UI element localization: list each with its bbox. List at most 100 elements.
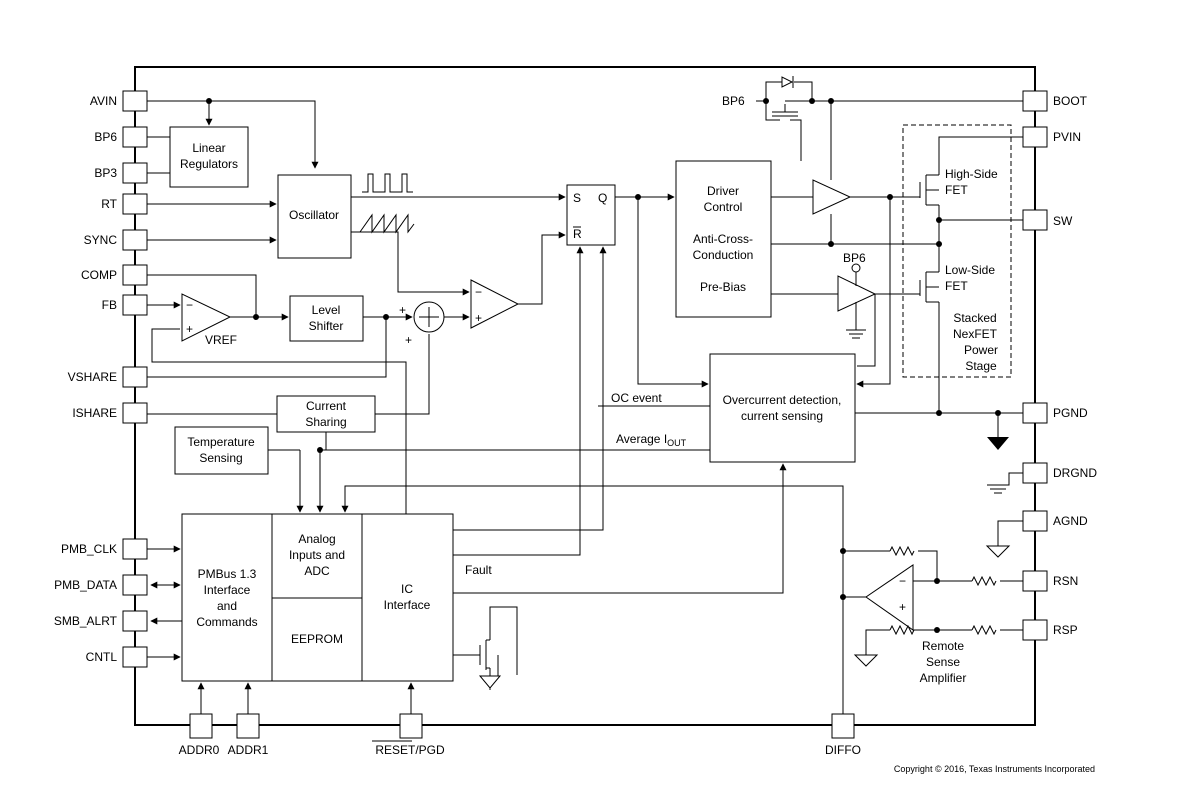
left-pins bbox=[122, 90, 148, 668]
pin-rsp: RSP bbox=[1053, 623, 1078, 637]
fault-pulldown-fet bbox=[479, 639, 490, 670]
svg-text:current sensing: current sensing bbox=[741, 409, 823, 423]
svg-text:Sharing: Sharing bbox=[305, 415, 346, 429]
driver-block: Driver Control Anti-Cross- Conduction Pr… bbox=[675, 160, 772, 318]
pin-addr0: ADDR0 bbox=[179, 743, 220, 757]
pin-comp: COMP bbox=[81, 268, 117, 282]
svg-text:Analog: Analog bbox=[298, 532, 335, 546]
svg-text:−: − bbox=[475, 285, 482, 299]
pin-pmb-clk: PMB_CLK bbox=[61, 542, 117, 556]
right-pin-labels: BOOT PVIN SW PGND DRGND AGND RSN RSP bbox=[1053, 94, 1097, 637]
oscillator-block: Oscillator bbox=[277, 174, 352, 259]
pin-pvin: PVIN bbox=[1053, 130, 1081, 144]
pin-pgnd: PGND bbox=[1053, 406, 1088, 420]
bp6-driver-label: BP6 bbox=[843, 251, 866, 265]
pin-cntl: CNTL bbox=[86, 650, 118, 664]
agnd-ground-icon bbox=[985, 545, 1011, 558]
boot-diode bbox=[781, 76, 794, 88]
pin-rt: RT bbox=[101, 197, 117, 211]
remote-sense-label-2: Sense bbox=[926, 655, 960, 669]
resistors bbox=[889, 545, 997, 636]
svg-text:+: + bbox=[899, 600, 906, 614]
pulse-waveform bbox=[362, 173, 413, 193]
svg-text:S: S bbox=[573, 191, 581, 205]
svg-text:+: + bbox=[475, 311, 482, 325]
right-pins bbox=[1022, 90, 1048, 641]
pin-rsn: RSN bbox=[1053, 574, 1078, 588]
svg-text:Interface: Interface bbox=[384, 598, 431, 612]
ic-outline bbox=[134, 66, 1036, 726]
svg-text:Temperature: Temperature bbox=[187, 435, 255, 449]
svg-text:Inputs and: Inputs and bbox=[289, 548, 345, 562]
pgnd-ground-icon bbox=[987, 437, 1009, 450]
svg-text:R: R bbox=[573, 227, 582, 241]
svg-text:EEPROM: EEPROM bbox=[291, 632, 343, 646]
pin-drgnd: DRGND bbox=[1053, 466, 1097, 480]
svg-text:Level: Level bbox=[312, 303, 341, 317]
remote-sense-amplifier: − + bbox=[865, 564, 914, 631]
power-stage-label-2: NexFET bbox=[953, 327, 998, 341]
copyright: Copyright © 2016, Texas Instruments Inco… bbox=[894, 764, 1095, 774]
boot-switch-fet bbox=[772, 104, 798, 117]
average-iout-label: Average IOUT bbox=[616, 432, 687, 448]
pin-bp6: BP6 bbox=[94, 130, 117, 144]
left-pin-labels: AVIN BP6 BP3 RT SYNC COMP FB VSHARE ISHA… bbox=[54, 94, 118, 664]
pin-agnd: AGND bbox=[1053, 514, 1088, 528]
sr-latch-block: S Q R bbox=[566, 184, 616, 246]
svg-text:PMBus 1.3: PMBus 1.3 bbox=[198, 567, 257, 581]
power-stage-label-3: Power bbox=[964, 343, 998, 357]
bottom-pins bbox=[189, 713, 855, 739]
error-amplifier: − + bbox=[181, 293, 232, 342]
pin-avin: AVIN bbox=[90, 94, 117, 108]
svg-text:Pre-Bias: Pre-Bias bbox=[700, 280, 746, 294]
power-stage-label-4: Stage bbox=[965, 359, 997, 373]
svg-text:Conduction: Conduction bbox=[693, 248, 754, 262]
pin-vshare: VSHARE bbox=[68, 370, 117, 384]
pin-sync: SYNC bbox=[84, 233, 118, 247]
svg-text:Sensing: Sensing bbox=[199, 451, 242, 465]
oc-event-label: OC event bbox=[611, 391, 662, 405]
pin-bp3: BP3 bbox=[94, 166, 117, 180]
svg-text:Overcurrent detection,: Overcurrent detection, bbox=[723, 393, 842, 407]
svg-text:−: − bbox=[186, 298, 193, 312]
svg-text:Q: Q bbox=[598, 191, 607, 205]
svg-text:Current: Current bbox=[306, 399, 347, 413]
high-side-driver bbox=[812, 179, 852, 215]
low-side-fet bbox=[919, 271, 939, 303]
bottom-pin-labels: ADDR0 ADDR1 RESET/PGD DIFFO bbox=[179, 740, 861, 757]
pin-fb: FB bbox=[102, 298, 117, 312]
svg-text:Driver: Driver bbox=[707, 184, 739, 198]
pin-boot: BOOT bbox=[1053, 94, 1088, 108]
svg-text:−: − bbox=[899, 574, 906, 588]
svg-text:Shifter: Shifter bbox=[309, 319, 344, 333]
fault-label: Fault bbox=[465, 563, 492, 577]
svg-text:and: and bbox=[217, 599, 237, 613]
pin-sw: SW bbox=[1053, 214, 1073, 228]
remote-sense-label-3: Amplifier bbox=[920, 671, 967, 685]
pin-pmb-data: PMB_DATA bbox=[54, 578, 117, 592]
svg-text:Linear: Linear bbox=[192, 141, 225, 155]
high-side-label-2: FET bbox=[945, 183, 968, 197]
svg-text:+: + bbox=[186, 322, 193, 336]
svg-text:Commands: Commands bbox=[196, 615, 257, 629]
pin-addr1: ADDR1 bbox=[228, 743, 269, 757]
vref-label: VREF bbox=[205, 333, 237, 347]
ramp-waveform bbox=[359, 213, 415, 234]
junctions bbox=[206, 98, 1001, 633]
power-stage-boundary bbox=[902, 124, 1012, 378]
drgnd-ground-icon bbox=[987, 484, 1009, 494]
pwm-comparator: − + bbox=[470, 279, 520, 329]
high-side-fet bbox=[919, 174, 939, 206]
svg-text:ADC: ADC bbox=[304, 564, 330, 578]
pin-diffo: DIFFO bbox=[825, 743, 861, 757]
svg-text:IC: IC bbox=[401, 582, 413, 596]
digital-block: PMBus 1.3 Interface and Commands Analog … bbox=[181, 513, 454, 682]
svg-text:Anti-Cross-: Anti-Cross- bbox=[693, 232, 753, 246]
remote-sense-label-1: Remote bbox=[922, 639, 964, 653]
rsa-ground-icon bbox=[853, 654, 879, 667]
overcurrent-block: Overcurrent detection, current sensing bbox=[709, 353, 856, 463]
bp6-top-label: BP6 bbox=[722, 94, 745, 108]
temperature-sensing-block: Temperature Sensing bbox=[174, 426, 269, 475]
svg-text:Oscillator: Oscillator bbox=[289, 208, 339, 222]
